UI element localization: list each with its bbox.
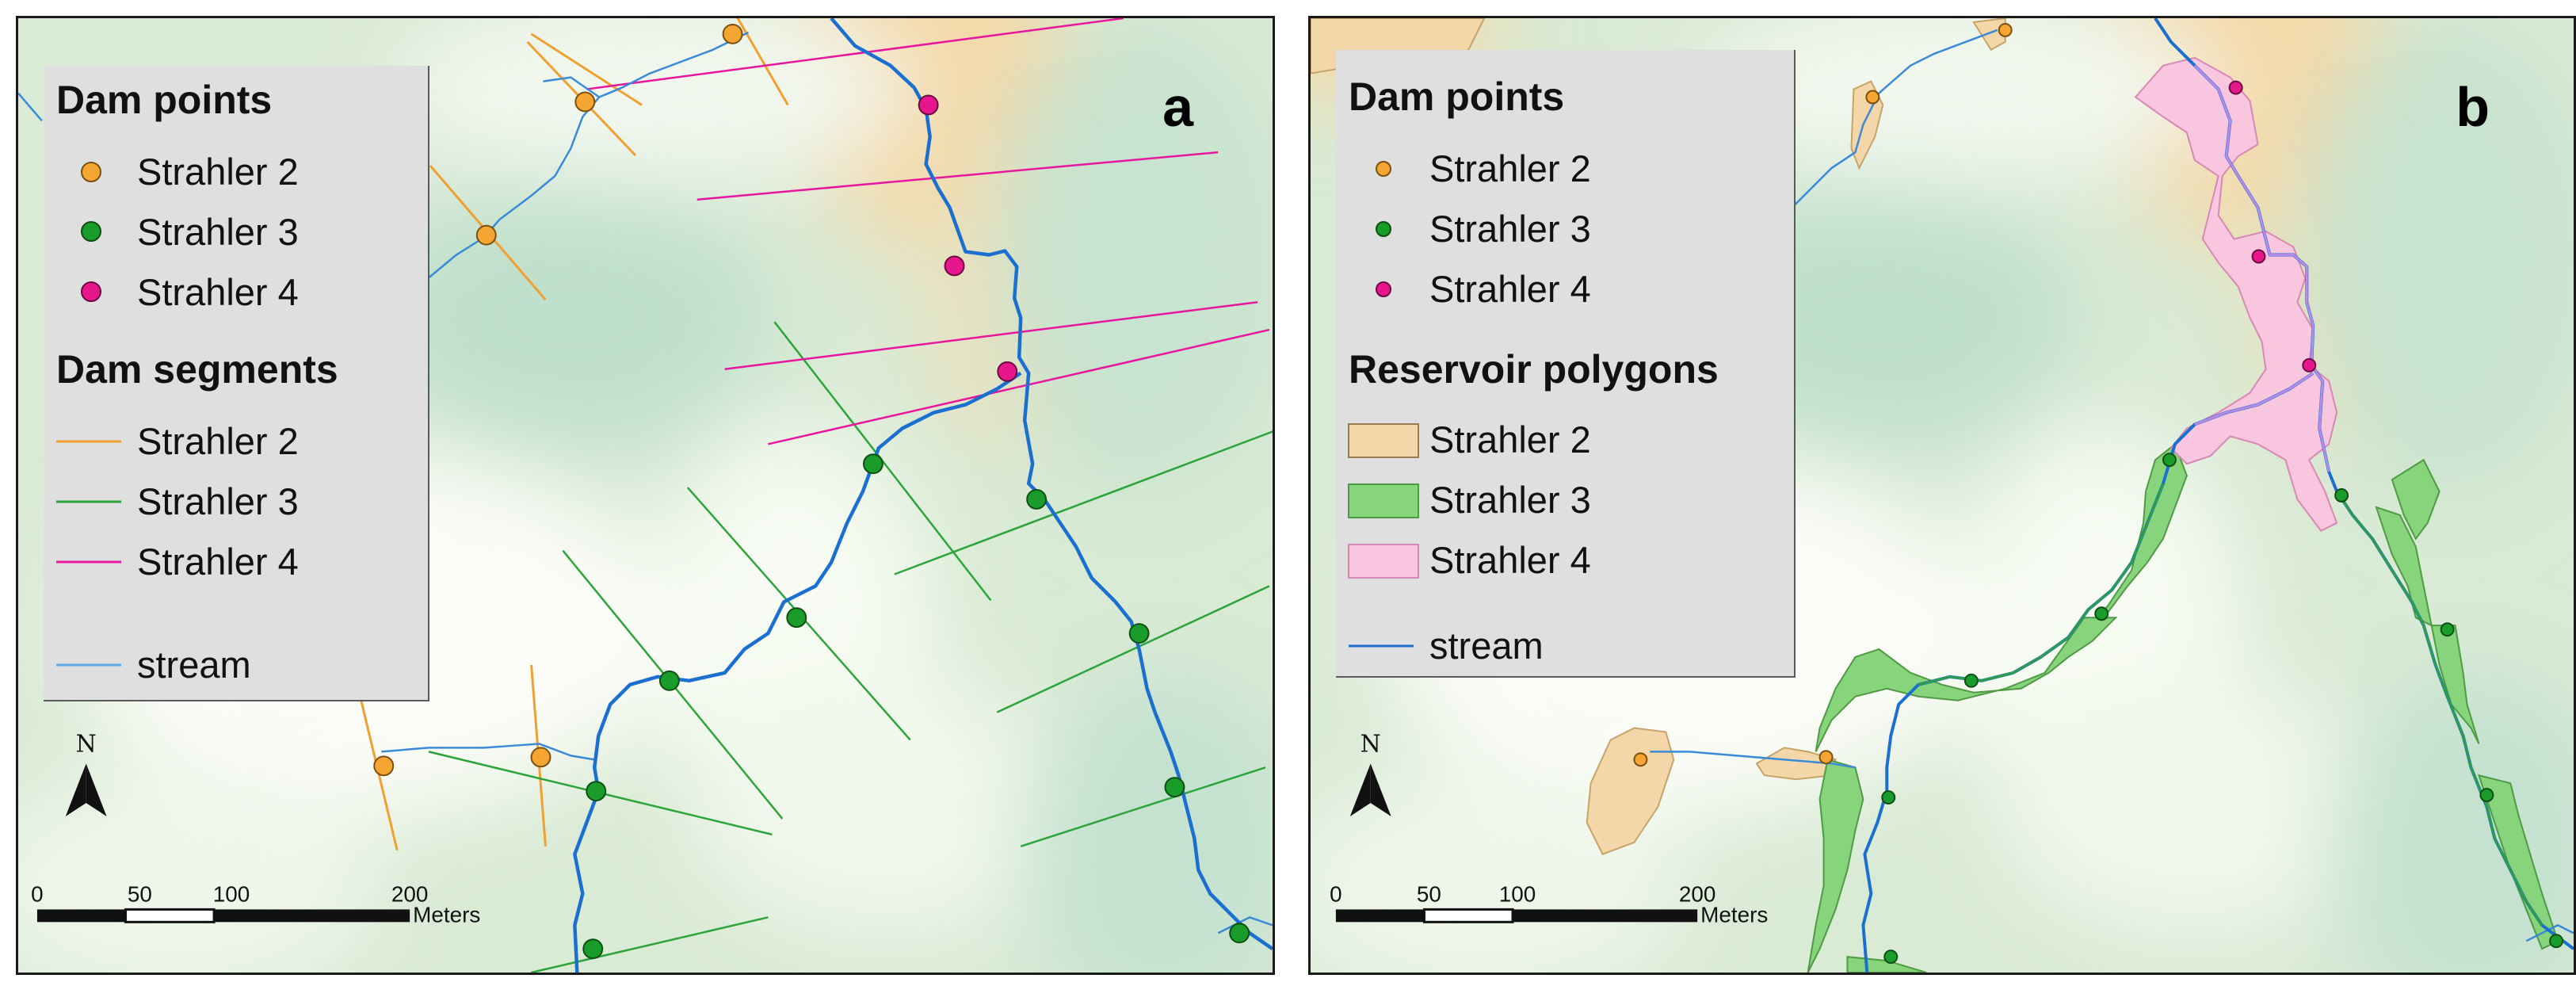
scale-tick-200: 200 [391, 881, 429, 906]
legend-b: Dam points Strahler 2 Strahler 3 Strahle… [1336, 50, 1796, 678]
legend-reservoir-strahler-4-symbol [1348, 544, 1419, 579]
map-a-canvas: N 0 50 100 200 Meters [18, 18, 1273, 973]
legend-point-strahler-3-symbol [81, 221, 101, 242]
legend-dam-points-title: Dam points [56, 78, 272, 122]
legend-point-strahler-4-symbol [1376, 281, 1391, 297]
legend-reservoir-strahler-2: Strahler 2 [1429, 418, 1591, 461]
legend-point-strahler-2-symbol [81, 162, 101, 182]
legend-point-strahler-2: Strahler 2 [137, 151, 299, 193]
scale-tick-100: 100 [1499, 881, 1536, 906]
legend-point-strahler-2: Strahler 2 [1429, 147, 1591, 189]
scale-tick-50: 50 [128, 881, 152, 906]
dam-segments-strahler-4 [586, 18, 1270, 445]
panel-label-b: b [2456, 76, 2490, 138]
scale-unit: Meters [413, 902, 480, 927]
stream-tributaries [18, 31, 1273, 934]
legend-point-strahler-3: Strahler 3 [1429, 208, 1591, 250]
legend-point-strahler-4-symbol [81, 281, 101, 302]
scale-tick-0: 0 [1330, 881, 1342, 906]
legend-point-strahler-2-symbol [1376, 161, 1391, 177]
north-label: N [1361, 730, 1381, 758]
dam-points-strahler-4 [2228, 80, 2317, 373]
legend-stream: stream [1429, 625, 1544, 667]
legend-point-strahler-3: Strahler 3 [137, 211, 299, 253]
stream-over-reservoir-4 [2193, 64, 2330, 472]
legend-reservoir-strahler-3-symbol [1348, 483, 1419, 518]
dam-points-strahler-2 [373, 23, 743, 777]
legend-stream: stream [137, 644, 251, 686]
map-panel-b: N 0 50 100 200 Meters Dam points Strahle… [1308, 16, 2576, 975]
scale-tick-200: 200 [1679, 881, 1716, 906]
legend-dam-segments-title: Dam segments [56, 347, 338, 392]
legend-reservoir-strahler-2-symbol [1348, 423, 1419, 458]
legend-point-strahler-4: Strahler 4 [1429, 268, 1591, 310]
legend-a: Dam points Strahler 2 Strahler 3 Strahle… [44, 66, 429, 701]
legend-reservoir-strahler-3: Strahler 3 [1429, 479, 1591, 521]
legend-point-strahler-4: Strahler 4 [137, 271, 299, 313]
legend-segment-strahler-2: Strahler 2 [137, 420, 299, 462]
scale-unit: Meters [1700, 902, 1768, 927]
dam-points-strahler-3 [582, 453, 1250, 960]
scale-tick-0: 0 [31, 881, 44, 906]
stream-main [573, 18, 1273, 973]
legend-reservoir-strahler-4: Strahler 4 [1429, 539, 1591, 581]
map-panel-a: N 0 50 100 200 Meters Dam points Strahle… [16, 16, 1275, 975]
legend-segment-strahler-4: Strahler 4 [137, 541, 299, 583]
legend-point-strahler-3-symbol [1376, 221, 1391, 237]
dam-points-strahler-2 [1633, 22, 2013, 767]
panel-label-a: a [1162, 76, 1193, 138]
legend-segment-strahler-3: Strahler 3 [137, 480, 299, 522]
stream-tributaries [1650, 29, 2574, 942]
reservoirs-strahler-4 [2134, 56, 2338, 533]
legend-b-canvas: Dam points Strahler 2 Strahler 3 Strahle… [1348, 75, 1719, 667]
legend-reservoir-title: Reservoir polygons [1349, 347, 1719, 392]
legend-dam-points-title: Dam points [1349, 75, 1564, 119]
scale-bar: 0 50 100 200 Meters [1330, 881, 1768, 927]
dam-points-strahler-3 [1881, 453, 2564, 965]
scale-tick-50: 50 [1417, 881, 1441, 906]
scale-bar: 0 50 100 200 Meters [31, 881, 480, 927]
legend-a-canvas: Dam points Strahler 2 Strahler 3 Strahle… [56, 78, 338, 686]
north-label: N [76, 730, 97, 758]
scale-tick-100: 100 [213, 881, 250, 906]
dam-points-strahler-4 [918, 94, 1018, 382]
